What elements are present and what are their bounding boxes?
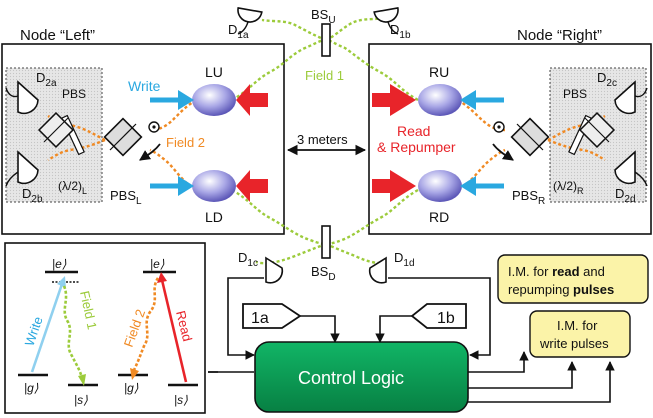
pbs-right-inner-label: PBS — [563, 87, 587, 101]
rotation-arrow-left — [139, 143, 161, 161]
detector-d1c-label: D1c — [238, 250, 258, 269]
im-write-box — [529, 310, 631, 358]
read-transition — [160, 279, 188, 383]
write-beams — [150, 90, 504, 196]
cloud-ru — [418, 84, 462, 116]
read-label: Read — [397, 123, 430, 139]
detector-d2c-icon — [614, 80, 648, 115]
half-wave-left-label: (λ/2)L — [58, 179, 87, 196]
input-1a-label: 1a — [251, 310, 269, 327]
detector-d1d-icon — [368, 256, 387, 284]
detector-d2d-label: D2d — [615, 186, 636, 205]
detector-d1c-icon — [265, 256, 284, 284]
pbs-right-inner — [578, 111, 616, 149]
node-left-title: Node “Left” — [20, 27, 95, 44]
detector-d2b-icon — [5, 150, 39, 187]
node-right-title: Node “Right” — [517, 27, 602, 44]
level-s1: |s⟩ — [74, 393, 88, 407]
detector-d1a-label: D1a — [228, 22, 249, 41]
pbs-right-label: PBSR — [512, 188, 545, 207]
field1-label: Field 1 — [305, 68, 344, 83]
repumper-label: & Repumper — [377, 139, 456, 155]
detector-d2b-label: D2b — [22, 186, 43, 205]
bs-lower-label: BSD — [311, 264, 336, 283]
detector-d1d-label: D1d — [394, 250, 415, 269]
im-read-line2: repumping pulses — [508, 282, 614, 297]
pbs-left-inner-label: PBS — [62, 87, 86, 101]
pbs-right-cube — [510, 117, 550, 157]
signal-wires — [208, 277, 615, 403]
bs-upper — [321, 23, 331, 57]
read-transition-label: Read — [173, 309, 195, 343]
label-rd: RD — [429, 209, 449, 225]
cloud-rd — [418, 170, 462, 202]
level-g1: |g⟩ — [24, 381, 39, 395]
write-transition — [30, 283, 64, 373]
input-1a-tag — [242, 303, 302, 329]
rotation-arrow-right — [492, 143, 514, 161]
pbs-left-label: PBSL — [110, 188, 142, 207]
pbs-left-inner — [37, 111, 75, 149]
level-g2: |g⟩ — [124, 381, 139, 395]
cloud-lu — [192, 84, 236, 116]
half-wave-right-label: (λ/2)R — [553, 179, 584, 196]
read-beams — [236, 84, 416, 202]
level-e2: |e⟩ — [150, 257, 165, 271]
field2-transition — [132, 277, 160, 371]
im-read-line1: I.M. for read and — [508, 264, 605, 279]
detector-d2d-icon — [614, 150, 648, 187]
input-1b-label: 1b — [437, 310, 455, 327]
detector-d1b-label: D1b — [390, 22, 411, 41]
field2-label: Field 2 — [166, 135, 205, 150]
bs-upper-label: BSU — [311, 7, 336, 26]
label-lu: LU — [205, 64, 223, 80]
distance-label: 3 meters — [297, 132, 348, 147]
im-read-box — [497, 254, 649, 304]
level-e1: |e⟩ — [52, 257, 67, 271]
detector-d2c-label: D2c — [597, 70, 617, 89]
im-write-line1: I.M. for — [557, 318, 598, 333]
im-write-line2: write pulses — [539, 336, 609, 351]
control-logic-box — [254, 341, 469, 413]
detector-d2a-label: D2a — [36, 70, 57, 89]
detector-d2a-icon — [5, 80, 39, 115]
detector-d1a-icon — [237, 6, 263, 35]
detector-d1b-icon — [373, 6, 399, 35]
pbs-left-cube — [103, 117, 143, 157]
label-ld: LD — [205, 209, 223, 225]
write-label: Write — [128, 78, 161, 94]
levels-left — [18, 270, 98, 387]
control-logic-label: Control Logic — [298, 368, 404, 388]
label-ru: RU — [429, 64, 449, 80]
level-s2: |s⟩ — [174, 393, 188, 407]
input-1b-tag — [410, 303, 467, 329]
bs-lower — [321, 225, 331, 259]
cloud-ld — [192, 170, 236, 202]
